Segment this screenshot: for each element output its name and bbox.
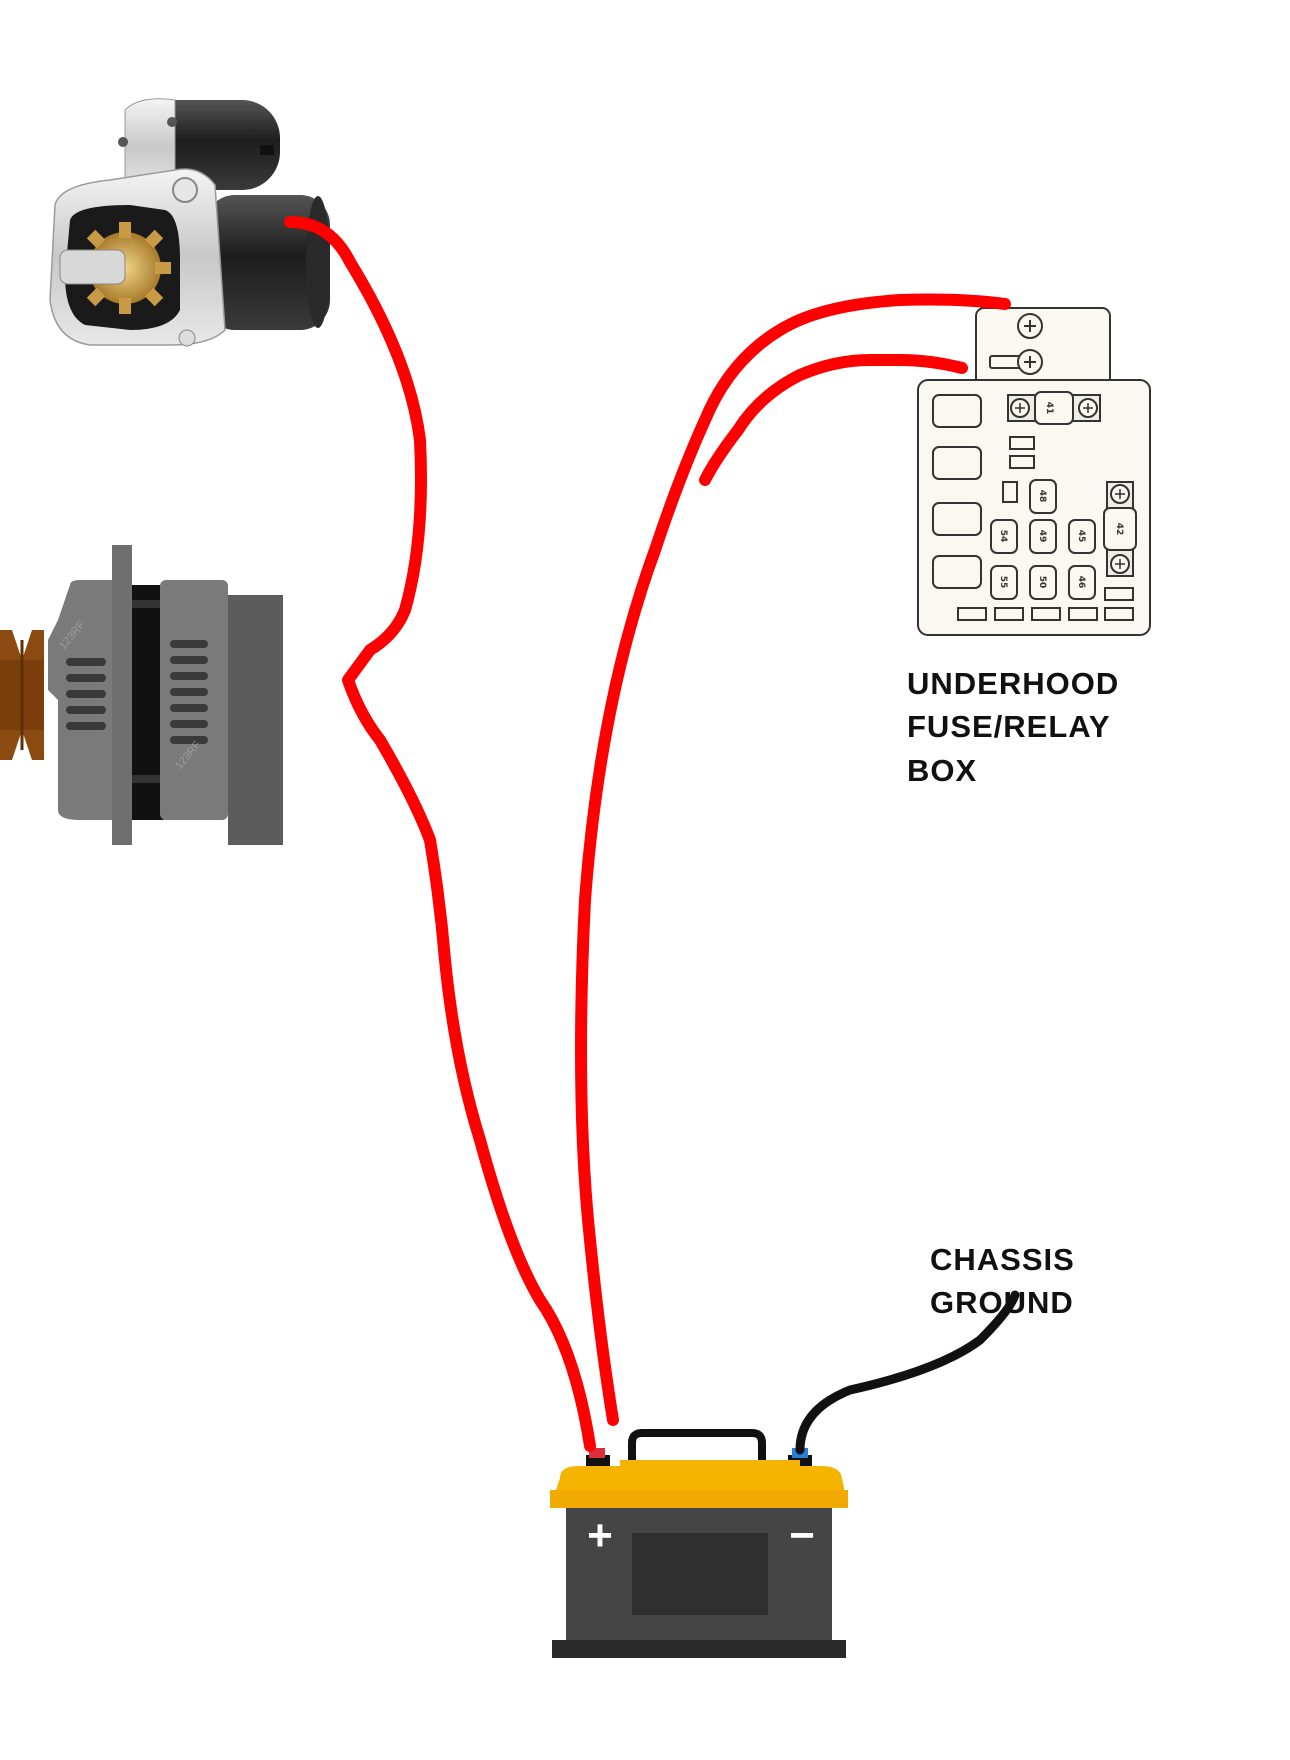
pulley-icon <box>0 630 44 760</box>
fuse-lower-wire <box>699 354 968 486</box>
fuse-label: 49 <box>1037 530 1047 543</box>
fuse-label: 46 <box>1076 576 1086 589</box>
pinion-gear-icon <box>59 222 171 314</box>
chassis-ground-label: CHASSIS GROUND <box>930 1238 1075 1325</box>
battery: + − <box>550 1429 848 1658</box>
fuse-relay-box <box>917 307 1151 636</box>
battery-label-panel <box>632 1533 768 1615</box>
fuse-upper-wire <box>575 293 1011 1426</box>
plus-icon: + <box>587 1511 613 1560</box>
alternator: 123RF 123RF <box>0 545 283 845</box>
fuse-label: 54 <box>998 530 1008 543</box>
fuse-label: 48 <box>1037 490 1047 503</box>
relay-slot <box>932 446 982 480</box>
fuse-box-label-line: UNDERHOOD <box>907 666 1120 701</box>
terminal-upper <box>1017 313 1043 339</box>
relay-slot <box>932 502 982 536</box>
fuse-label: 50 <box>1037 576 1047 589</box>
fuse-label: 42 <box>1114 523 1124 536</box>
starter-wire <box>284 216 596 1452</box>
fuse-box-label: UNDERHOOD FUSE/RELAY BOX <box>907 662 1119 792</box>
battery-handle <box>628 1429 766 1460</box>
fuse-label: 41 <box>1044 402 1054 415</box>
fuse-label: 55 <box>998 576 1008 589</box>
terminal-lower <box>989 349 1043 375</box>
positive-terminal <box>589 1448 605 1458</box>
fuse-box-label-line: FUSE/RELAY <box>907 709 1111 745</box>
relay-slot <box>932 394 982 428</box>
relay-slot <box>932 555 982 589</box>
fuse-labels: 41 42 48 54 49 45 55 50 46 <box>998 402 1124 589</box>
ground-wire <box>795 1290 1020 1455</box>
fuse-box-label-line: BOX <box>907 752 978 788</box>
chassis-ground-label-line: CHASSIS <box>930 1242 1075 1277</box>
fuse-label: 45 <box>1076 530 1086 543</box>
chassis-ground-label-line: GROUND <box>930 1285 1074 1321</box>
screw-icons <box>1015 403 1125 569</box>
vent-slots-icon <box>66 640 208 744</box>
minus-icon: − <box>789 1511 815 1560</box>
